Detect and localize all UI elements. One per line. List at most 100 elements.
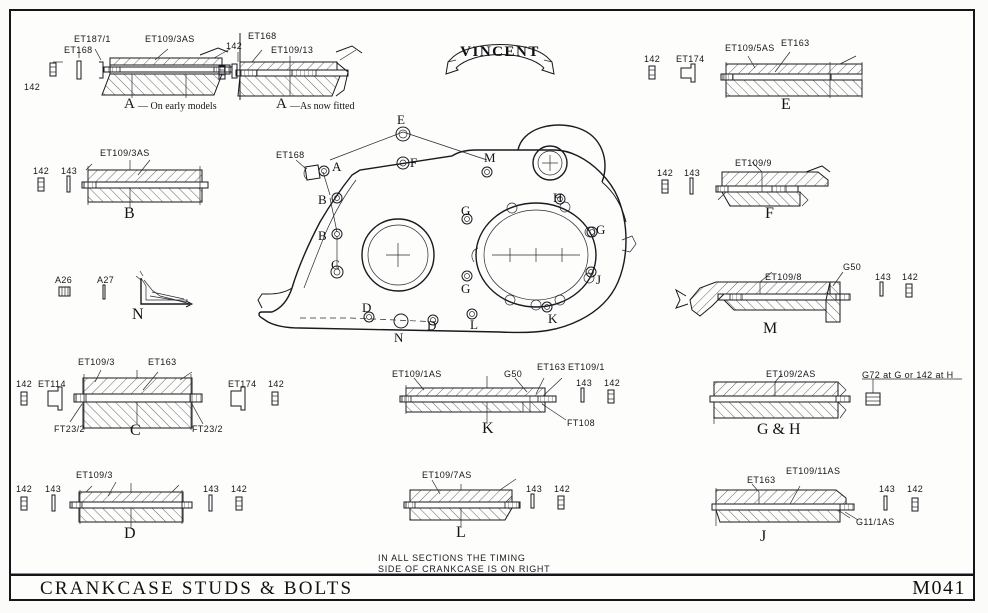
section-letter-b: B <box>124 205 135 222</box>
drawing-number: M041 <box>912 577 966 599</box>
section-C-drawing <box>20 369 279 430</box>
label-142-c2: 142 <box>268 379 285 389</box>
label-142-l: 142 <box>554 484 571 494</box>
callout-a: A <box>332 159 342 174</box>
label-et174-c: ET174 <box>228 379 257 389</box>
section-B-drawing <box>37 159 209 208</box>
label-142-m: 142 <box>902 272 919 282</box>
caption-a-early-text: — On early models <box>138 101 217 112</box>
callout-n: N <box>394 330 404 345</box>
label-et109-8: ET109/8 <box>765 272 802 282</box>
label-et109-3as-b: ET109/3AS <box>100 148 150 158</box>
label-et109-3-c: ET109/3 <box>78 357 115 367</box>
label-et109-3as-a1: ET109/3AS <box>145 34 195 44</box>
callout-e: E <box>397 112 405 127</box>
sheet-note-line1: IN ALL SECTIONS THE TIMING <box>378 553 526 563</box>
label-143-k: 143 <box>576 378 593 388</box>
label-ft23-2-left: FT23/2 <box>54 424 85 434</box>
sheet-title: CRANKCASE STUDS & BOLTS <box>40 578 354 599</box>
label-g50-k: G50 <box>504 369 523 379</box>
section-letter-c: C <box>130 422 141 439</box>
label-143-m: 143 <box>875 272 892 282</box>
label-142-d2: 142 <box>231 484 248 494</box>
label-g72-or-142: G72 at G or 142 at H <box>862 370 954 380</box>
section-N-drawing <box>58 270 194 308</box>
label-g11-1as: G11/1AS <box>856 517 895 527</box>
section-M-drawing <box>674 271 913 323</box>
callout-d2: D <box>427 318 437 333</box>
callout-b1: B <box>318 192 327 207</box>
section-letter-l: L <box>456 524 466 541</box>
section-GH-drawing <box>709 373 962 424</box>
label-et109-9: ET109/9 <box>735 158 772 168</box>
label-et109-2as: ET109/2AS <box>766 369 816 379</box>
label-143-b: 143 <box>61 166 78 176</box>
callout-g2: G <box>461 281 471 296</box>
label-et109-1as-k: ET109/1AS <box>392 369 442 379</box>
sheet-note-line2: SIDE OF CRANKCASE IS ON RIGHT <box>378 564 551 574</box>
label-et174-e: ET174 <box>676 54 705 64</box>
section-letter-e: E <box>781 96 791 113</box>
label-et168-a1: ET168 <box>64 45 93 55</box>
caption-a-early-letter: A <box>124 96 135 112</box>
label-et187-1: ET187/1 <box>74 34 111 44</box>
label-143-l: 143 <box>526 484 543 494</box>
section-letter-m: M <box>763 320 778 337</box>
label-et109-7as-l: ET109/7AS <box>422 470 472 480</box>
label-et163-c: ET163 <box>148 357 177 367</box>
label-143-j: 143 <box>879 484 896 494</box>
label-et109-5as: ET109/5AS <box>725 43 775 53</box>
label-g50-m: G50 <box>843 262 862 272</box>
section-letter-n: N <box>132 306 144 323</box>
label-et163-j: ET163 <box>747 475 776 485</box>
section-E-drawing <box>648 51 863 98</box>
section-J-drawing <box>711 483 919 526</box>
label-a26: A26 <box>55 275 73 285</box>
section-L-drawing <box>403 478 565 528</box>
vincent-logo-text: VINCENT <box>460 44 540 60</box>
callout-f: F <box>410 155 418 170</box>
section-letter-f: F <box>765 205 774 222</box>
label-et109-13: ET109/13 <box>271 45 314 55</box>
callout-h: H <box>553 190 563 205</box>
section-A-early-drawing <box>49 33 241 100</box>
label-et109-11as: ET109/11AS <box>786 466 841 476</box>
label-143-d1: 143 <box>45 484 62 494</box>
label-142-d1: 142 <box>16 484 33 494</box>
label-142-j: 142 <box>907 484 924 494</box>
callout-m: M <box>484 150 496 165</box>
label-et109-3-d: ET109/3 <box>76 470 113 480</box>
label-142-k: 142 <box>604 378 621 388</box>
crankcase-outline-drawing <box>257 124 637 334</box>
label-et168-a2: ET168 <box>248 31 277 41</box>
callout-c: C <box>331 257 340 272</box>
label-et114: ET114 <box>38 379 66 389</box>
label-142-a1: 142 <box>24 82 41 92</box>
vincent-banner-drawing <box>445 44 555 75</box>
callout-g3: G <box>596 222 606 237</box>
section-A-now-drawing <box>218 45 363 97</box>
caption-a-now-text: —As now fitted <box>290 101 355 112</box>
callout-b2: B <box>318 228 327 243</box>
section-letter-d: D <box>124 525 136 542</box>
label-ft108: FT108 <box>567 418 596 428</box>
label-142-e: 142 <box>644 54 661 64</box>
callout-g1: G <box>461 203 471 218</box>
section-F-drawing <box>661 161 831 207</box>
callout-k: K <box>548 311 558 326</box>
label-143-d2: 143 <box>203 484 220 494</box>
label-et163-k: ET163 <box>537 362 566 372</box>
section-D-drawing <box>20 481 243 528</box>
callout-d1: D <box>362 300 372 315</box>
section-letter-k: K <box>482 420 494 437</box>
section-letter-j: J <box>760 528 767 545</box>
sheet-note: IN ALL SECTIONS THE TIMING SIDE OF CRANK… <box>378 553 550 575</box>
label-a27: A27 <box>97 275 115 285</box>
label-ft23-2-right: FT23/2 <box>192 424 223 434</box>
label-142-b: 142 <box>33 166 50 176</box>
label-et109-1-k: ET109/1 <box>568 362 605 372</box>
title-block <box>9 574 975 601</box>
label-et168-crankcase: ET168 <box>276 150 305 160</box>
label-142-f: 142 <box>657 168 674 178</box>
